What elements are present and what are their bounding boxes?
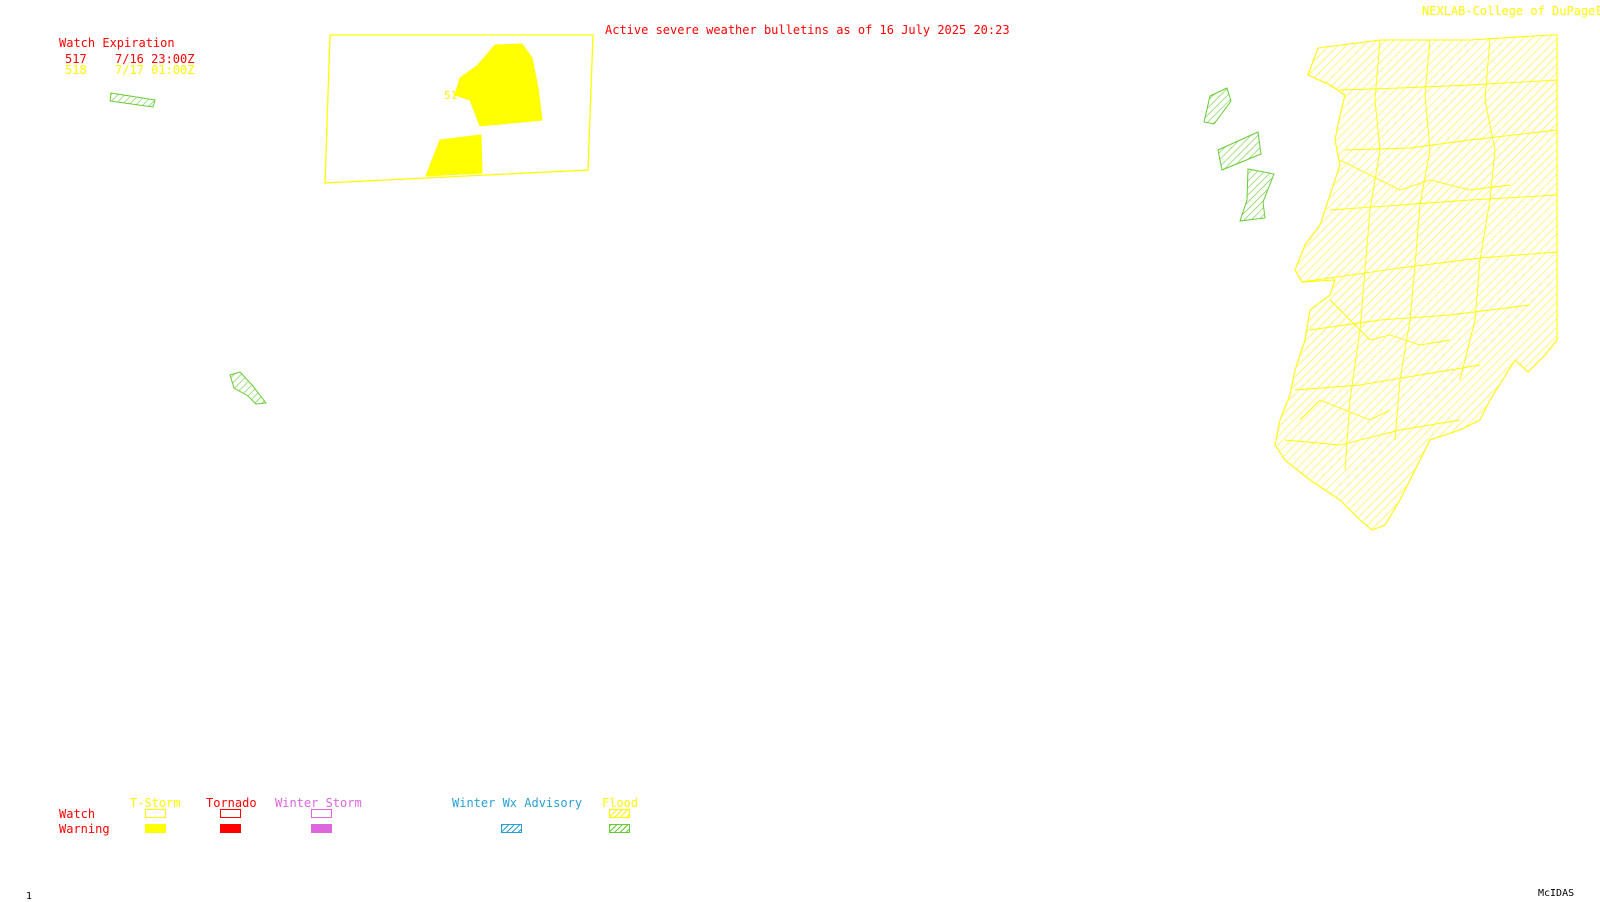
legend-tornado-label: Tornado [206, 796, 257, 810]
legend-winter-wx-advisory-label: Winter Wx Advisory [452, 796, 583, 810]
software-label: McIDAS [1538, 888, 1575, 899]
watch-box-outline [324, 34, 594, 184]
watch-expiration-time: 7/16 23:00Z [115, 52, 195, 66]
flood-warning-polygon [1203, 87, 1232, 125]
legend-tstorm-label: T-Storm [130, 796, 181, 810]
watch-number: 517 [65, 52, 87, 66]
legend-watch-row-label: Watch [59, 807, 96, 821]
watch-expiration-heading: Watch Expiration [59, 36, 175, 50]
flood-watch-region [1274, 34, 1558, 531]
legend-tstorm-watch-swatch [145, 809, 166, 818]
credit-mark: E [1596, 4, 1600, 18]
flood-warning-polygon [1239, 168, 1275, 222]
frame-number: 1 [26, 891, 33, 902]
legend-tornado-watch-swatch [220, 809, 241, 818]
legend-flood-watch-swatch [609, 809, 630, 818]
watch-number: 518 [65, 63, 87, 77]
legend-tornado-warning-swatch [220, 824, 241, 833]
flood-warning-polygon [229, 371, 267, 405]
watch-box-label: 518 [444, 90, 458, 102]
county-boundaries [1284, 37, 1558, 471]
tstorm-warning-polygon [454, 43, 543, 127]
tstorm-warning-polygon [425, 134, 483, 177]
legend-winter-storm-watch-swatch [311, 809, 332, 818]
legend-winter-storm-warning-swatch [311, 824, 332, 833]
watch-expiration-time: 7/17 01:00Z [115, 63, 195, 77]
legend-winter-wx-advisory-swatch [501, 824, 522, 833]
legend-winter-storm-label: Winter Storm [275, 796, 362, 810]
legend-flood-label: Flood [602, 796, 639, 810]
bulletin-title: Active severe weather bulletins as of 16… [605, 23, 1010, 37]
credit-text: NEXLAB-College of DuPage [1422, 4, 1596, 18]
legend-flood-warning-swatch [609, 824, 630, 833]
flood-warning-polygon [109, 92, 156, 108]
flood-warning-polygon [1217, 131, 1262, 171]
legend-tstorm-warning-swatch [145, 824, 166, 833]
legend-warning-row-label: Warning [59, 822, 110, 836]
